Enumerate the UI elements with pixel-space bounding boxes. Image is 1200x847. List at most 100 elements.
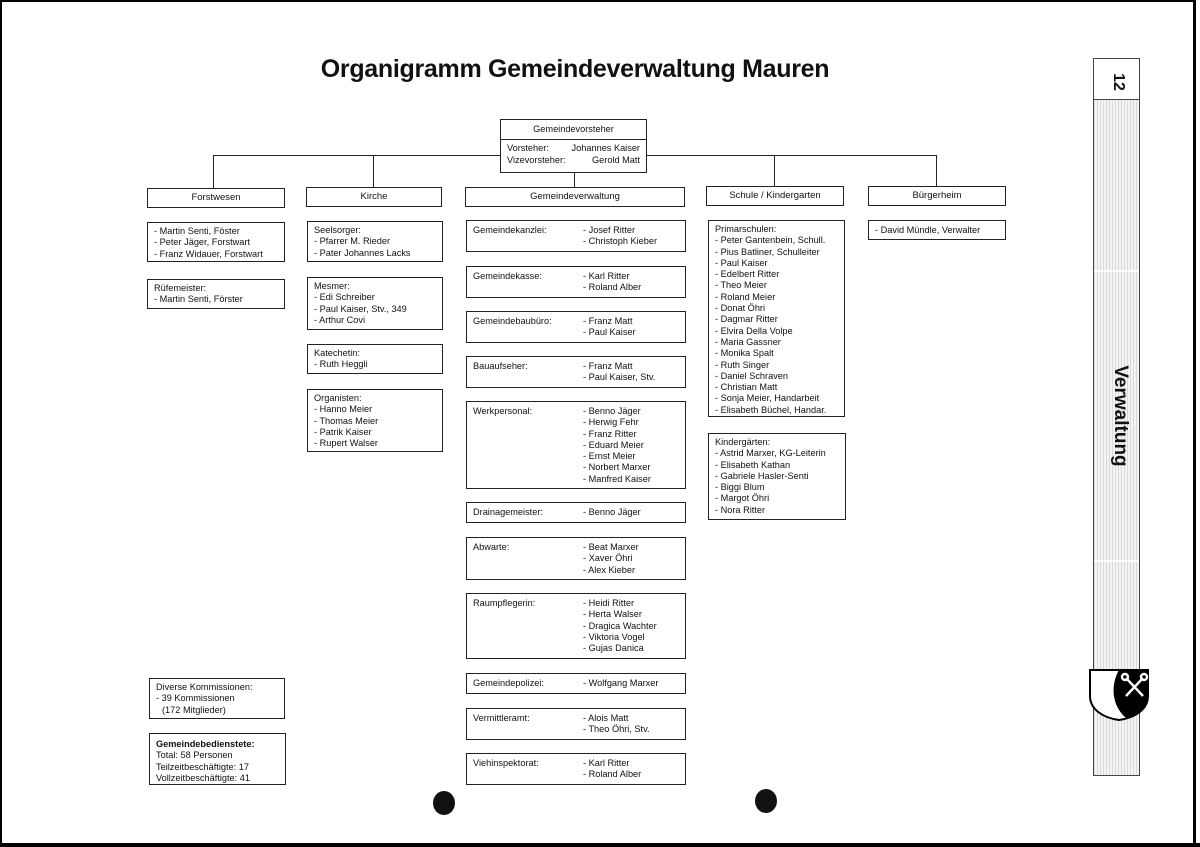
list-item: - Hanno Meier bbox=[314, 404, 373, 415]
list-item: - Norbert Marxer bbox=[583, 462, 651, 473]
department-box: Viehinspektorat:- Karl Ritter- Roland Al… bbox=[466, 753, 686, 785]
list-item: - Elisabeth Büchel, Handar. bbox=[715, 404, 827, 415]
list-item: - Theo Öhri, Stv. bbox=[583, 724, 650, 735]
list-item: - Elvira Della Volpe bbox=[715, 325, 793, 336]
bedienstete-box: Gemeindebedienstete: Total: 58 Personen … bbox=[149, 733, 286, 785]
list-heading: Rüfemeister: bbox=[154, 283, 207, 293]
page-number-area bbox=[1094, 59, 1139, 100]
list-item: - Pius Batliner, Schulleiter bbox=[715, 246, 820, 257]
department-box: Vermittleramt: - Alois Matt- Theo Öhri, S… bbox=[466, 708, 686, 740]
list-item: - Paul Kaiser bbox=[715, 257, 768, 268]
list-item: - Alois Matt bbox=[583, 713, 629, 723]
list-item: Vollzeitbeschäftigte: 41 bbox=[156, 772, 250, 783]
side-tab-break bbox=[1094, 560, 1139, 562]
list-item: - Franz Widauer, Forstwart bbox=[154, 248, 263, 259]
department-box: Gemeindekasse:- Karl Ritter- Roland Albe… bbox=[466, 266, 686, 298]
list-item: - Ruth Heggli bbox=[314, 359, 368, 370]
department-label: Vermittleramt: bbox=[473, 713, 530, 723]
katechetin-box: Katechetin: - Ruth Heggli bbox=[307, 344, 443, 374]
list-item: - Gujas Danica bbox=[583, 643, 644, 654]
department-label: Gemeindebaubüro: bbox=[473, 316, 552, 326]
department-label: Gemeindekanzlei: bbox=[473, 225, 547, 235]
list-item: - Franz Matt bbox=[583, 316, 633, 326]
department-box: Raumpflegerin: - Heidi Ritter- Herta Wals… bbox=[466, 593, 686, 659]
connector-forstwesen bbox=[213, 155, 214, 188]
list-item: - Astrid Marxer, KG-Leiterin bbox=[715, 448, 826, 459]
department-box: Gemeindepolizei: - Wolfgang Marxer bbox=[466, 673, 686, 694]
department-box: Abwarte: - Beat Marxer- Xaver Öhri- Alex … bbox=[466, 537, 686, 580]
department-members: - Karl Ritter- Roland Alber bbox=[583, 271, 641, 294]
page-bottom-edge bbox=[0, 843, 1200, 847]
root-title: Gemeindevorsteher bbox=[501, 120, 646, 141]
list-item: - Wolfgang Marxer bbox=[583, 678, 659, 688]
department-members: - Beat Marxer- Xaver Öhri- Alex Kieber bbox=[583, 542, 639, 576]
list-item: - Sonja Meier, Handarbeit bbox=[715, 393, 820, 404]
list-item: - Karl Ritter bbox=[583, 758, 630, 768]
list-item: - Edelbert Ritter bbox=[715, 269, 780, 280]
list-item: - Dragica Wachter bbox=[583, 620, 657, 631]
list-item: - Pater Johannes Lacks bbox=[314, 247, 411, 258]
list-item: - Margot Öhri bbox=[715, 493, 770, 504]
list-item: - Franz Ritter bbox=[583, 428, 637, 439]
list-item: - Edi Schreiber bbox=[314, 292, 375, 303]
list-item: - Ruth Singer bbox=[715, 359, 770, 370]
list-item: - Eduard Meier bbox=[583, 439, 644, 450]
list-heading: Primarschulen: bbox=[715, 224, 777, 234]
list-item: - Nora Ritter bbox=[715, 504, 766, 515]
kindergaerten-box: Kindergärten: - Astrid Marxer, KG-Leiter… bbox=[708, 433, 846, 520]
list-item: - Herwig Fehr bbox=[583, 417, 639, 428]
department-members: - Wolfgang Marxer bbox=[583, 678, 658, 689]
department-members: - Josef Ritter- Christoph Kieber bbox=[583, 225, 657, 248]
root-person: Johannes Kaiser bbox=[571, 143, 640, 154]
list-heading: Kindergärten: bbox=[715, 437, 771, 447]
department-label: Abwarte: bbox=[473, 542, 510, 552]
list-item: Teilzeitbeschäftigte: 17 bbox=[156, 761, 249, 772]
root-row: Vorsteher:Johannes Kaiser bbox=[507, 143, 640, 154]
forst-box: - Martin Senti, Föster - Peter Jäger, Fo… bbox=[147, 222, 285, 262]
department-label: Raumpflegerin: bbox=[473, 598, 536, 608]
branch-schule-kindergarten: Schule / Kindergarten bbox=[706, 186, 844, 206]
list-item: - Dagmar Ritter bbox=[715, 314, 778, 325]
list-item: - Karl Ritter bbox=[583, 271, 630, 281]
list-heading: Mesmer: bbox=[314, 281, 350, 291]
department-members: - Franz Matt- Paul Kaiser bbox=[583, 316, 636, 339]
list-item: - Peter Jäger, Forstwart bbox=[154, 237, 250, 248]
department-label: Drainagemeister: bbox=[473, 507, 543, 517]
list-item: - Christian Matt bbox=[715, 382, 778, 393]
list-item: - Biggi Blum bbox=[715, 482, 765, 493]
department-box: Bauaufseher:- Franz Matt- Paul Kaiser, S… bbox=[466, 356, 686, 388]
list-item: - Arthur Covi bbox=[314, 314, 366, 325]
list-item: - David Mündle, Verwalter bbox=[875, 225, 981, 235]
list-item: - Maria Gassner bbox=[715, 336, 781, 347]
branch-kirche: Kirche bbox=[306, 187, 442, 207]
list-item: - Roland Meier bbox=[715, 291, 776, 302]
root-role: Vizevorsteher: bbox=[507, 154, 566, 165]
department-box: Gemeindebaubüro: - Franz Matt- Paul Kaise… bbox=[466, 311, 686, 343]
section-label: Verwaltung bbox=[1110, 365, 1131, 467]
department-box: Gemeindekanzlei: - Josef Ritter- Christop… bbox=[466, 220, 686, 252]
list-item: - Thomas Meier bbox=[314, 415, 379, 426]
list-item: - Beat Marxer bbox=[583, 542, 639, 552]
root-box: Gemeindevorsteher Vorsteher:Johannes Kai… bbox=[500, 119, 647, 173]
list-item: - Heidi Ritter bbox=[583, 598, 635, 608]
department-label: Werkpersonal: bbox=[473, 406, 533, 416]
department-box: Werkpersonal: - Benno Jäger- Herwig Fehr-… bbox=[466, 401, 686, 489]
connector-kirche bbox=[373, 155, 374, 187]
list-heading: Diverse Kommissionen: bbox=[156, 682, 253, 692]
department-label: Gemeindepolizei: bbox=[473, 678, 544, 688]
bedienstete-heading: Gemeindebedienstete: bbox=[156, 739, 255, 749]
branch-gemeindeverwaltung: Gemeindeverwaltung bbox=[465, 187, 685, 207]
department-members: - Benno Jäger bbox=[583, 507, 641, 518]
page-number: 12 bbox=[1110, 73, 1127, 91]
list-item: - Daniel Schraven bbox=[715, 370, 789, 381]
mesmer-box: Mesmer: - Edi Schreiber - Paul Kaiser, S… bbox=[307, 277, 443, 330]
list-item: - Franz Matt bbox=[583, 361, 633, 371]
list-item: - Alex Kieber bbox=[583, 564, 636, 575]
section-side-tab bbox=[1093, 58, 1140, 776]
department-members: - Benno Jäger- Herwig Fehr- Franz Ritter… bbox=[583, 406, 651, 485]
side-tab-break bbox=[1094, 270, 1139, 272]
department-members: - Heidi Ritter- Herta Walser- Dragica Wa… bbox=[583, 598, 657, 654]
list-item: - Martin Senti, Förster bbox=[154, 294, 243, 305]
branch-forstwesen: Forstwesen bbox=[147, 188, 285, 208]
list-item: - Martin Senti, Föster bbox=[154, 226, 240, 236]
